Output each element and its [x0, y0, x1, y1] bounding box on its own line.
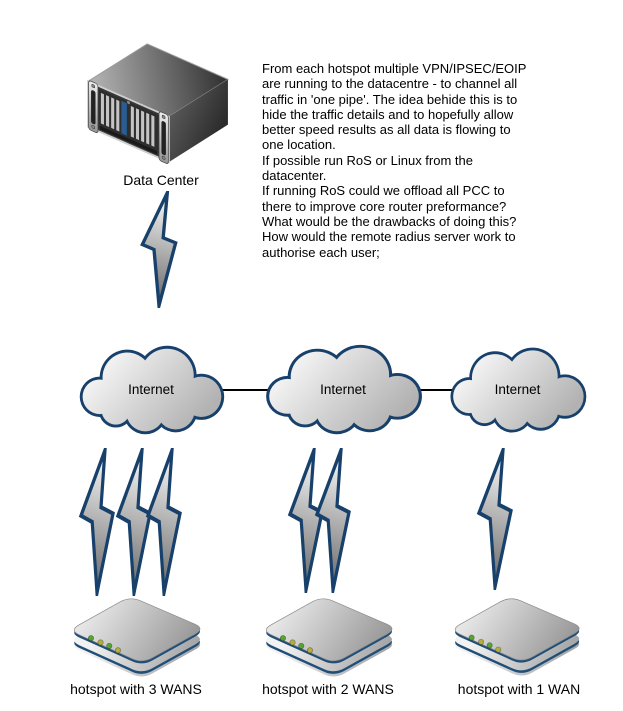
- hotspot-label: hotspot with 3 WANS: [70, 681, 202, 697]
- annotation-line: If running RoS could we offload all PCC …: [262, 183, 505, 199]
- lightning-bolt-icon: [140, 448, 188, 596]
- lightning-bolt-icon: [471, 448, 519, 590]
- annotation-line: datacenter.: [262, 168, 327, 184]
- router-icon: [64, 592, 212, 679]
- annotation-line: How would the remote radius server work …: [262, 229, 516, 245]
- annotation-text: From each hotspot multiple VPN/IPSEC/EOI…: [262, 61, 614, 260]
- annotation-line: traffic in 'one pipe'. The idea behide t…: [262, 91, 518, 107]
- hotspot-label: hotspot with 2 WANS: [262, 681, 394, 697]
- lightning-bolt-icon: [309, 448, 357, 593]
- internet-cloud: Internet: [261, 340, 425, 441]
- internet-cloud: Internet: [446, 343, 589, 439]
- annotation-line: one location.: [262, 137, 336, 153]
- annotation-line: From each hotspot multiple VPN/IPSEC/EOI…: [262, 61, 527, 76]
- router-icon: [256, 592, 404, 679]
- annotation-line: there to improve core router preformance…: [262, 198, 507, 214]
- cloud-link-line: [418, 389, 456, 391]
- internet-cloud: Internet: [75, 341, 227, 441]
- annotation-line: If possible run RoS or Linux from the: [262, 152, 473, 168]
- annotation-line: are running to the datacentre - to chann…: [262, 76, 518, 92]
- annotation-line: hide the traffic details and to hopefull…: [262, 106, 514, 122]
- cloud-label: Internet: [494, 382, 541, 397]
- annotation-line: better speed results as all data is flow…: [262, 122, 511, 138]
- cloud-label: Internet: [320, 381, 366, 397]
- data-center-server-icon: [87, 43, 229, 164]
- data-center-label: Data Center: [123, 172, 199, 188]
- router-icon: [445, 592, 591, 678]
- annotation-line: authorise each user;: [262, 244, 380, 260]
- annotation-line: What would be the drawbacks of doing thi…: [262, 213, 517, 229]
- hotspot-label: hotspot with 1 WAN: [457, 681, 581, 697]
- cloud-link-line: [215, 389, 270, 391]
- cloud-label: Internet: [128, 382, 174, 397]
- lightning-bolt-icon: [134, 191, 184, 308]
